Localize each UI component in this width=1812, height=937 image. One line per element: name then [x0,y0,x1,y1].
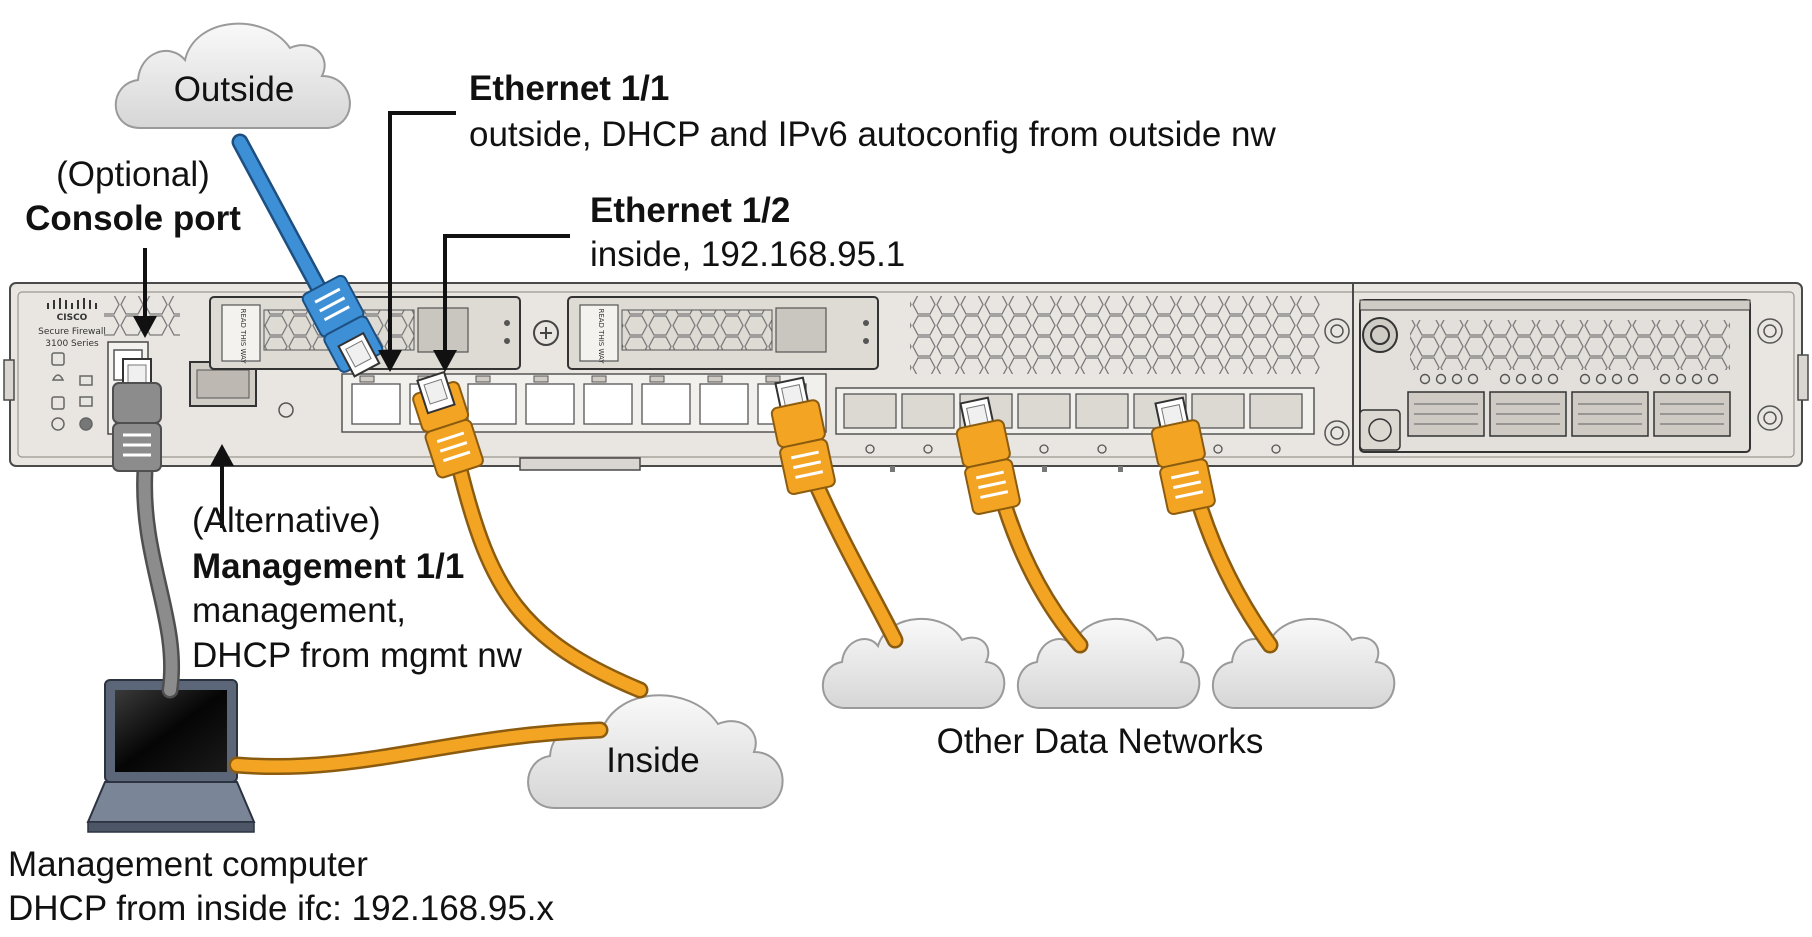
ethernet-1-1-detail: outside, DHCP and IPv6 autoconfig from o… [469,115,1276,154]
center-screw [533,320,559,346]
ethernet-1-1-title: Ethernet 1/1 [469,69,669,108]
management-title: Management 1/1 [192,547,464,586]
status-led-icons [51,352,93,431]
ethernet-1-1-arrowhead [378,350,402,372]
data-network-cloud-2 [1016,618,1201,709]
data-cable-3 [1150,396,1279,654]
inside-cloud-label: Inside [606,741,699,780]
ethernet-1-1-leader [388,111,456,354]
computer-label-1: Management computer [8,845,368,884]
data-cable-2 [955,396,1089,654]
firewall-chassis: CISCO Secure Firewall 3100 Series [3,282,1809,472]
ethernet-1-2-arrowhead [433,350,457,372]
console-title: Console port [25,199,241,238]
vent-center [910,296,1320,374]
ethernet-1-2-title: Ethernet 1/2 [590,191,790,230]
management-arrowhead [210,444,234,466]
data-network-cloud-1 [821,618,1006,709]
model-text-2: 3100 Series [45,339,99,349]
callout-arrows [143,111,570,528]
cisco-logo: CISCO Secure Firewall 3100 Series [38,298,106,349]
drive-bay-2: READ THIS WAY [567,296,879,370]
ethernet-1-2-leader [443,234,570,354]
drive-label-1: READ THIS WAY [239,308,247,364]
ethernet-1-2-detail: inside, 192.168.95.1 [590,235,905,274]
management-detail-1: management, [192,591,406,630]
drive-label-2: READ THIS WAY [597,308,605,364]
outside-cloud [114,22,351,129]
other-data-networks-label: Other Data Networks [937,722,1264,761]
console-cable [112,358,181,699]
outside-cable [231,133,384,378]
computer-label-2: DHCP from inside ifc: 192.168.95.x [8,889,555,928]
management-computer-cable [228,721,609,776]
management-qualifier: (Alternative) [192,501,381,540]
callout-arrowheads [133,316,457,466]
brand-text: CISCO [57,313,88,323]
chassis-screws [1324,318,1783,446]
console-qualifier: (Optional) [56,155,210,194]
data-network-cloud-3 [1211,618,1396,709]
outside-cloud-label: Outside [174,70,295,109]
inside-cable [412,370,649,699]
console-arrowhead [133,316,157,338]
management-detail-2: DHCP from mgmt nw [192,636,523,675]
inside-cloud [527,694,784,809]
network-module [1352,283,1751,466]
data-cable-1 [770,376,904,649]
model-text-1: Secure Firewall [38,327,106,337]
laptop-icon [86,679,256,833]
